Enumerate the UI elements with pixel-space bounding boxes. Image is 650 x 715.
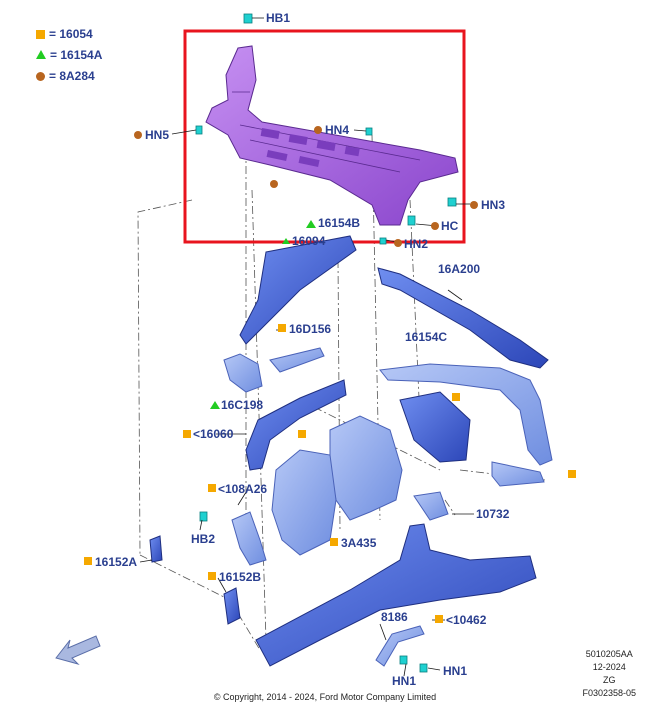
callout-dots	[134, 126, 478, 247]
callout-10462: <10462	[446, 613, 487, 627]
radiator-support-part	[205, 45, 459, 226]
drawing-date: 12-2024	[592, 662, 626, 672]
circle-marker-icon	[36, 72, 45, 81]
drawing-ref: F0302358-05	[582, 688, 636, 698]
callout-16094: 16094	[292, 234, 326, 248]
fasteners	[195, 13, 457, 673]
copyright-text: © Copyright, 2014 - 2024, Ford Motor Com…	[213, 692, 437, 702]
callout-16060: <16060	[193, 427, 234, 441]
callout-16c198: 16C198	[221, 398, 264, 412]
callout-hn1-right: HN1	[443, 664, 468, 678]
legend-item-circle: = 8A284	[36, 69, 95, 83]
wheelhouse-panel	[271, 449, 337, 556]
callout-16154c: 16154C	[405, 330, 448, 344]
callout-hn2: HN2	[404, 237, 429, 251]
callout-16d156: 16D156	[289, 322, 332, 336]
callout-108a26: <108A26	[218, 482, 268, 496]
callout-hc: HC	[441, 219, 459, 233]
callout-16152b: 16152B	[219, 570, 262, 584]
lower-frame-rail	[255, 523, 537, 667]
legend-label: = 16054	[49, 27, 93, 41]
direction-arrow-icon	[55, 635, 101, 665]
drawing-meta: 5010205AA 12-2024 ZG F0302358-05	[582, 648, 636, 700]
bracket-16d156	[269, 347, 325, 373]
drawing-zg: ZG	[602, 675, 616, 685]
legend-label: = 8A284	[49, 69, 95, 83]
wheelhouse-rail	[245, 379, 347, 471]
bracket-16152b	[223, 587, 241, 625]
callout-16a200: 16A200	[438, 262, 481, 276]
callout-hb1: HB1	[266, 11, 291, 25]
legend-label: = 16154A	[50, 48, 103, 62]
callout-16152a: 16152A	[95, 555, 138, 569]
upper-rail-left	[239, 235, 357, 345]
bracket-right	[399, 391, 471, 463]
square-marker-icon	[36, 30, 45, 39]
bracket-16152a	[149, 535, 163, 563]
callout-squares	[84, 324, 576, 623]
legend-item-square: = 16054	[36, 27, 93, 41]
legend-item-triangle: = 16154A	[36, 48, 102, 62]
callout-10732: 10732	[476, 507, 510, 521]
bracket-10732	[413, 491, 449, 521]
callout-8186: 8186	[381, 610, 408, 624]
upper-rail-right	[377, 267, 549, 369]
callout-hn4: HN4	[325, 123, 350, 137]
callout-hn1-left: HN1	[392, 674, 417, 688]
bracket-far-right	[491, 461, 545, 487]
bracket-8186	[375, 625, 425, 667]
bracket-16c198	[223, 353, 263, 393]
callout-hn3: HN3	[481, 198, 506, 212]
callout-hn5: HN5	[145, 128, 170, 142]
leader-lines	[139, 17, 474, 677]
callout-triangles	[210, 220, 316, 409]
drawing-code: 5010205AA	[585, 649, 633, 659]
panel-108a26	[231, 511, 267, 566]
callout-16154b: 16154B	[318, 216, 361, 230]
callout-3a435: 3A435	[341, 536, 377, 550]
wheelhouse-inner	[329, 415, 403, 521]
callout-hb2: HB2	[191, 532, 216, 546]
triangle-marker-icon	[36, 50, 46, 59]
apron-right	[379, 363, 553, 466]
